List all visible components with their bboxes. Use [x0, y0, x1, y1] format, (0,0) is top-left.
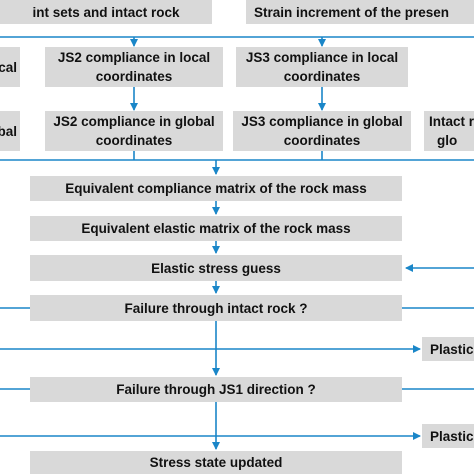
- failure-js1-label: Failure through JS1 direction ?: [116, 382, 316, 397]
- strain-increment-box: Strain increment of the presen: [246, 0, 474, 24]
- js3-local-line-2: coordinates: [283, 69, 361, 84]
- equivalent-compliance-label: Equivalent compliance matrix of the rock…: [65, 181, 367, 196]
- js1-local-box: cal: [0, 47, 20, 87]
- failure-intact-rock-box: Failure through intact rock ?: [30, 295, 402, 321]
- intact-global-box: Intact r glo: [424, 111, 474, 151]
- strain-increment-label: Strain increment of the presen: [254, 4, 450, 20]
- plastic-box-2: Plastic: [422, 424, 474, 448]
- js3-global-line-2: coordinates: [283, 133, 361, 148]
- plastic-box-1: Plastic: [422, 337, 474, 361]
- failure-intact-rock-label: Failure through intact rock ?: [124, 300, 308, 316]
- js2-global-box: JS2 compliance in global coordinates: [45, 111, 223, 151]
- js3-global-box: JS3 compliance in global coordinates: [233, 111, 411, 151]
- equivalent-elastic-label: Equivalent elastic matrix of the rock ma…: [81, 221, 351, 236]
- js3-local-line-1: JS3 compliance in local: [245, 50, 399, 65]
- js2-local-line-1: JS2 compliance in local: [57, 50, 211, 65]
- js2-local-line-2: coordinates: [95, 69, 173, 84]
- intact-global-line-2: glo: [437, 133, 458, 148]
- elastic-stress-guess-box: Elastic stress guess: [30, 255, 402, 281]
- joint-sets-intact-rock-label: int sets and intact rock: [32, 4, 180, 20]
- equivalent-elastic-box: Equivalent elastic matrix of the rock ma…: [30, 216, 402, 241]
- failure-js1-box: Failure through JS1 direction ?: [30, 377, 402, 402]
- equivalent-compliance-box: Equivalent compliance matrix of the rock…: [30, 176, 402, 201]
- elastic-stress-guess-label: Elastic stress guess: [151, 260, 281, 276]
- js1-global-label: bal: [0, 123, 17, 139]
- js3-local-box: JS3 compliance in local coordinates: [236, 47, 408, 87]
- intact-global-line-1: Intact r: [429, 114, 474, 129]
- js1-local-label: cal: [0, 59, 17, 75]
- js2-global-line-1: JS2 compliance in global: [53, 114, 215, 129]
- plastic-label-1: Plastic: [430, 341, 474, 357]
- js3-global-line-1: JS3 compliance in global: [241, 114, 403, 129]
- joint-sets-intact-rock-box: int sets and intact rock: [0, 0, 212, 24]
- js1-global-box: bal: [0, 111, 20, 151]
- plastic-label-2: Plastic: [430, 428, 474, 444]
- stress-state-updated-label: Stress state updated: [149, 455, 283, 470]
- stress-state-updated-box: Stress state updated: [30, 451, 402, 474]
- js2-global-line-2: coordinates: [95, 133, 173, 148]
- js2-local-box: JS2 compliance in local coordinates: [45, 47, 223, 87]
